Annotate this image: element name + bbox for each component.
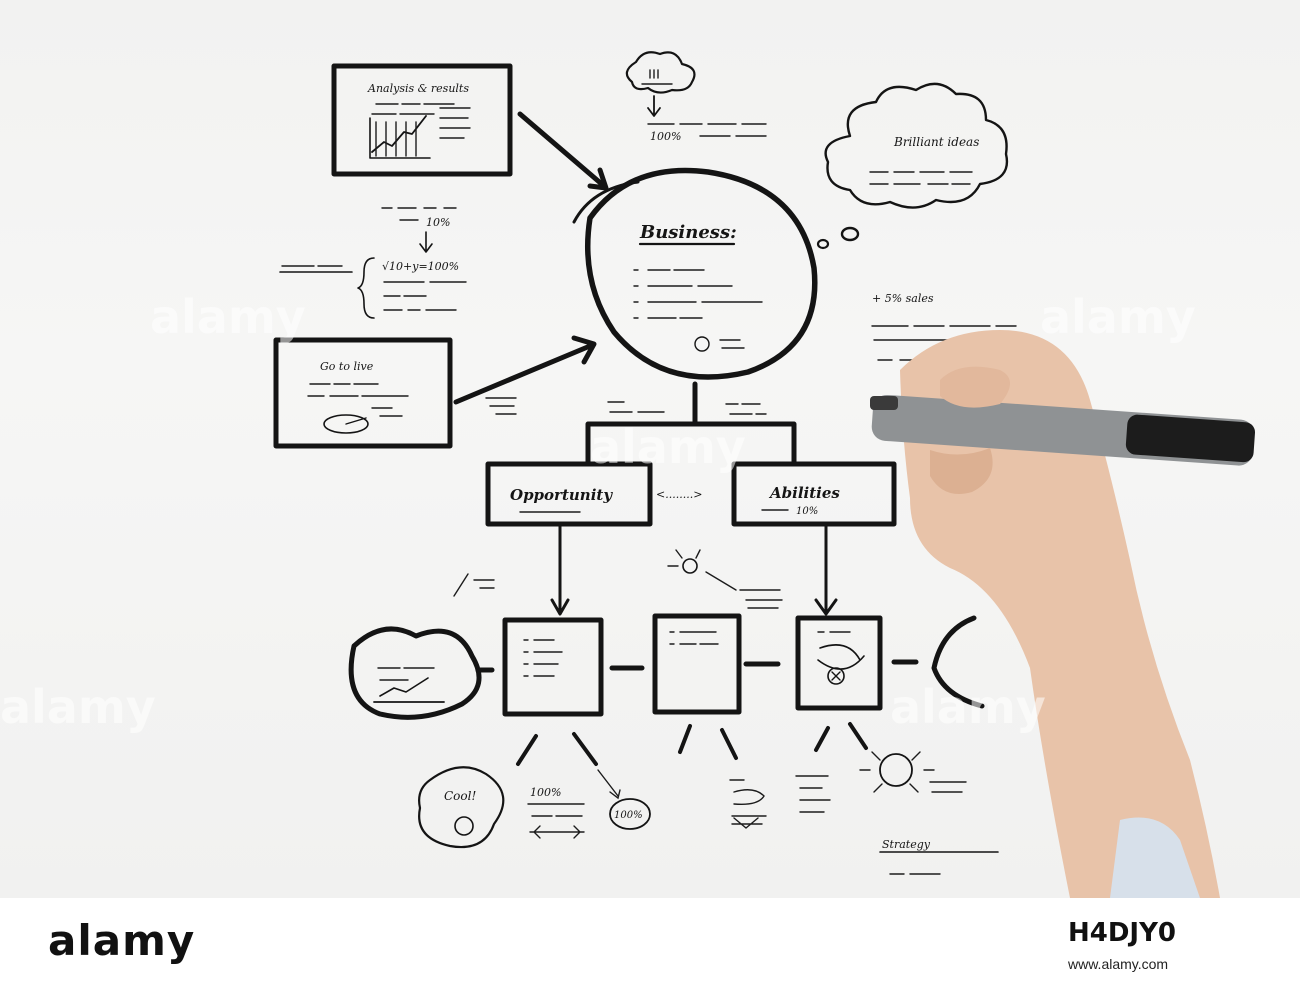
marker-note: + 5% sales xyxy=(872,292,934,305)
alamy-logo: alamy xyxy=(48,916,196,965)
svg-text:10%: 10% xyxy=(426,216,450,229)
growth-cloud xyxy=(348,626,482,720)
strategy-label: Strategy xyxy=(882,838,931,851)
footer-bar: alamy H4DJY0 www.alamy.com xyxy=(0,898,1300,989)
double-arrow-label: <........> xyxy=(656,488,702,501)
abilities-box: Abilities 10% xyxy=(731,461,897,527)
abilities-label: Abilities xyxy=(768,484,840,502)
ideas-cloud-title: Brilliant ideas xyxy=(893,135,979,149)
bubble-percent: 100% xyxy=(614,810,643,821)
ideas-cloud: Brilliant ideas xyxy=(816,82,1009,250)
cool-bubble: Cool! xyxy=(418,766,505,849)
opportunity-box: Opportunity xyxy=(485,461,653,527)
center-title: Business: xyxy=(639,222,737,243)
bottom-box-3 xyxy=(795,615,883,711)
lower-left-percent: 100% xyxy=(530,786,561,799)
whiteboard: Analysis & results 100% xyxy=(0,0,1300,898)
hand-with-marker xyxy=(870,330,1256,898)
bubble-text: Cool! xyxy=(444,789,476,803)
abilities-percent: 10% xyxy=(796,506,818,517)
small-cloud xyxy=(625,51,696,117)
site-url: www.alamy.com xyxy=(1068,956,1169,972)
top-note-percent: 100% xyxy=(650,130,681,143)
business-circle: Business: xyxy=(572,167,818,380)
analysis-box-title: Analysis & results xyxy=(367,82,469,95)
go-live-box: Go to live xyxy=(273,337,453,449)
equation-label: √10+y=100% xyxy=(382,260,459,273)
bottom-box-2 xyxy=(652,613,742,715)
flowchart-drawing: Analysis & results 100% xyxy=(273,51,1256,898)
analysis-box: Analysis & results xyxy=(331,63,513,177)
opportunity-label: Opportunity xyxy=(510,486,613,504)
image-id: H4DJY0 xyxy=(1068,918,1177,948)
bottom-box-1 xyxy=(502,617,604,717)
go-live-box-title: Go to live xyxy=(320,360,374,373)
